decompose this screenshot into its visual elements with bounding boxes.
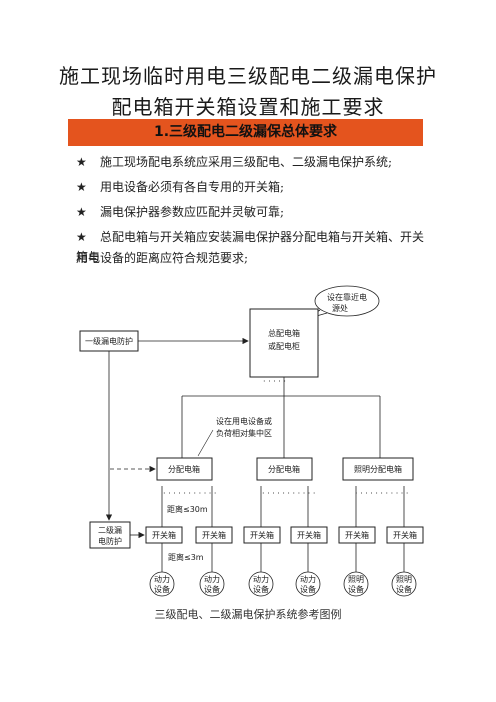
sub-box-label: 分配电箱 — [268, 464, 300, 474]
devices: 动力 设备 动力 设备 动力 设备 动力 设备 照明 设备 照明 设备 — [149, 571, 417, 597]
dots: · · · · · · · · · · · — [163, 489, 216, 498]
device-label: 设备 — [154, 584, 170, 594]
main-distribution-box — [249, 308, 319, 378]
star-icon: ★ — [76, 180, 87, 194]
bullet-text: 漏电保护器参数应匹配并灵敏可靠; — [100, 205, 285, 219]
switch-box-label: 开关箱 — [345, 530, 369, 540]
bullet-item: ★ 用电设备必须有各自专用的开关箱; — [76, 177, 428, 197]
star-icon: ★ — [76, 205, 87, 219]
switch-box — [195, 526, 233, 544]
device-label: 设备 — [396, 584, 412, 594]
switch-box — [145, 526, 183, 544]
device-label: 动力 — [154, 574, 170, 584]
dist-note-line1: 设在用电设备或 — [216, 416, 272, 426]
bullet-item: ★ 漏电保护器参数应匹配并灵敏可靠; — [76, 202, 428, 222]
switch-box-label: 开关箱 — [393, 530, 417, 540]
level1-protect-label: 一级漏电防护 — [85, 336, 133, 346]
switch-box-label: 开关箱 — [202, 530, 226, 540]
device-circle — [343, 571, 369, 597]
level2-protect-line1: 二级漏 — [98, 525, 122, 535]
main-box-label-line1: 总配电箱 — [268, 328, 300, 338]
device-circle — [199, 571, 225, 597]
level2-protect-box — [89, 521, 131, 549]
cloud-note-line1: 设在靠近电 — [327, 292, 367, 302]
switch-box — [386, 526, 424, 544]
document-title-line1: 施工现场临时用电三级配电二级漏电保护 — [59, 64, 437, 88]
switch-boxes: 开关箱 开关箱 开关箱 开关箱 开关箱 开关箱 — [145, 526, 424, 544]
bullet-text: 总配电箱与开关箱应安装漏电保护器分配电箱与开关箱、开关箱与 — [76, 230, 425, 264]
device-label: 动力 — [204, 574, 220, 584]
switch-box-label: 开关箱 — [250, 530, 274, 540]
bullet-item: ★ 施工现场配电系统应采用三级配电、二级漏电保护系统; — [76, 152, 428, 172]
device-label: 动力 — [300, 574, 316, 584]
document-title-line2: 配电箱开关箱设置和施工要求 — [111, 95, 385, 119]
device-circle — [391, 571, 417, 597]
switch-box — [338, 526, 376, 544]
sub-box-label: 分配电箱 — [168, 464, 200, 474]
figure-caption: 三级配电、二级漏电保护系统参考图例 — [154, 608, 342, 621]
star-icon: ★ — [76, 155, 87, 169]
device-label: 照明 — [396, 575, 412, 584]
level2-protect-line2: 电防护 — [98, 536, 122, 546]
device-label: 照明 — [348, 575, 364, 584]
sub-distribution-box — [156, 457, 213, 481]
device-label: 设备 — [300, 584, 316, 594]
device-label: 设备 — [348, 584, 364, 594]
sub-box-label: 照明分配电箱 — [354, 464, 402, 474]
device-circle — [149, 571, 175, 597]
bullet-text-continued: 用电设备的距离应符合规范要求; — [76, 251, 249, 265]
star-icon: ★ — [76, 230, 87, 244]
section-header: 1.三级配电二级漏保总体要求 — [68, 119, 423, 146]
cloud-note-line2: 源处 — [332, 303, 348, 313]
bullet-item: ★总配电箱与开关箱应安装漏电保护器分配电箱与开关箱、开关箱与 — [76, 227, 428, 267]
dist-note-line2: 负荷相对集中区 — [216, 428, 272, 438]
switch-box — [243, 526, 281, 544]
main-box-label-line2: 或配电柜 — [268, 341, 300, 351]
switch-box — [290, 526, 328, 544]
lighting-distribution-box — [342, 457, 414, 481]
sub-distribution-box — [256, 457, 313, 481]
dots: · · · · · · · · · · · — [355, 489, 408, 498]
switch-box-label: 开关箱 — [297, 530, 321, 540]
device-circle — [295, 571, 321, 597]
device-label: 动力 — [253, 574, 269, 584]
device-label: 设备 — [204, 584, 220, 594]
dots: · · · · · — [263, 377, 286, 386]
device-label: 设备 — [253, 584, 269, 594]
switch-box-label: 开关箱 — [152, 530, 176, 540]
bullet-text: 用电设备必须有各自专用的开关箱; — [100, 180, 285, 194]
device-circle — [248, 571, 274, 597]
dots: · · · · · · · · · · · — [262, 489, 315, 498]
bullet-text: 施工现场配电系统应采用三级配电、二级漏电保护系统; — [100, 155, 393, 169]
distance-label-3m: 距离≤3m — [168, 552, 204, 562]
distance-label-30m: 距离≤30m — [167, 504, 208, 514]
